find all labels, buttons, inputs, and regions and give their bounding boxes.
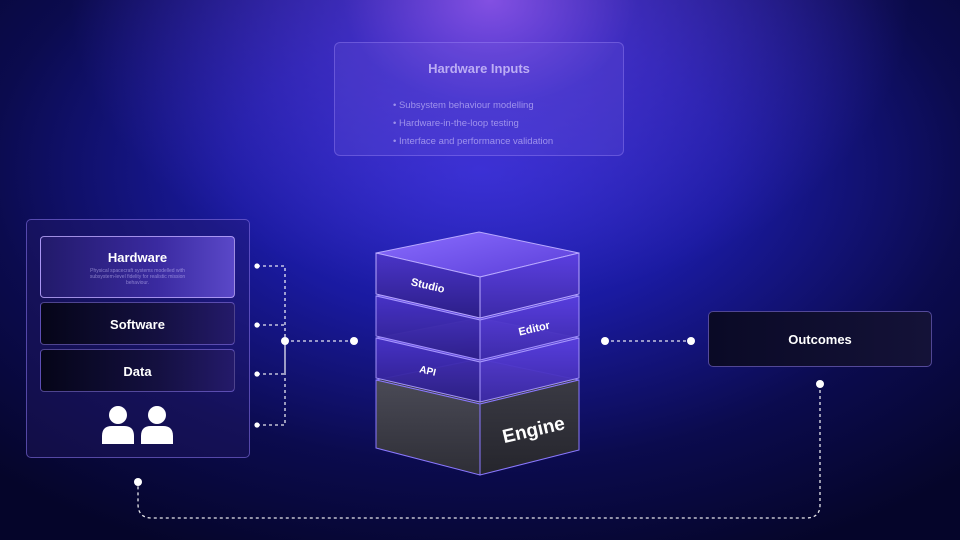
connector-nodes: [134, 263, 824, 486]
hardware-card[interactable]: Hardware Physical spacecraft systems mod…: [40, 236, 235, 298]
connector-hardware: [257, 265, 286, 341]
stack-label-api: API: [418, 364, 437, 379]
stack-layer-studio[interactable]: Studio: [375, 231, 580, 319]
connector-users: [257, 341, 286, 426]
connector-data: [257, 341, 286, 375]
user-icon: [102, 406, 134, 444]
connector-feedback-loop: [137, 384, 821, 519]
user-icon: [141, 406, 173, 444]
hardware-description: Physical spacecraft systems modelled wit…: [89, 268, 186, 286]
list-item: • Subsystem behaviour modelling: [393, 100, 534, 111]
list-item: • Hardware-in-the-loop testing: [393, 118, 519, 129]
hardware-inputs-list: • Subsystem behaviour modelling • Hardwa…: [393, 97, 553, 151]
outcomes-label: Outcomes: [788, 332, 852, 347]
software-label: Software: [110, 317, 165, 332]
outcomes-box[interactable]: Outcomes: [708, 311, 932, 367]
list-item: • Interface and performance validation: [393, 136, 554, 147]
software-card[interactable]: Software: [40, 302, 235, 345]
data-card[interactable]: Data: [40, 349, 235, 392]
data-label: Data: [123, 364, 152, 379]
hardware-label: Hardware: [107, 250, 168, 265]
hardware-inputs-card: Hardware Inputs • Subsystem behaviour mo…: [334, 42, 624, 156]
connectors: [137, 265, 821, 519]
hardware-inputs-title: Hardware Inputs: [428, 61, 530, 76]
